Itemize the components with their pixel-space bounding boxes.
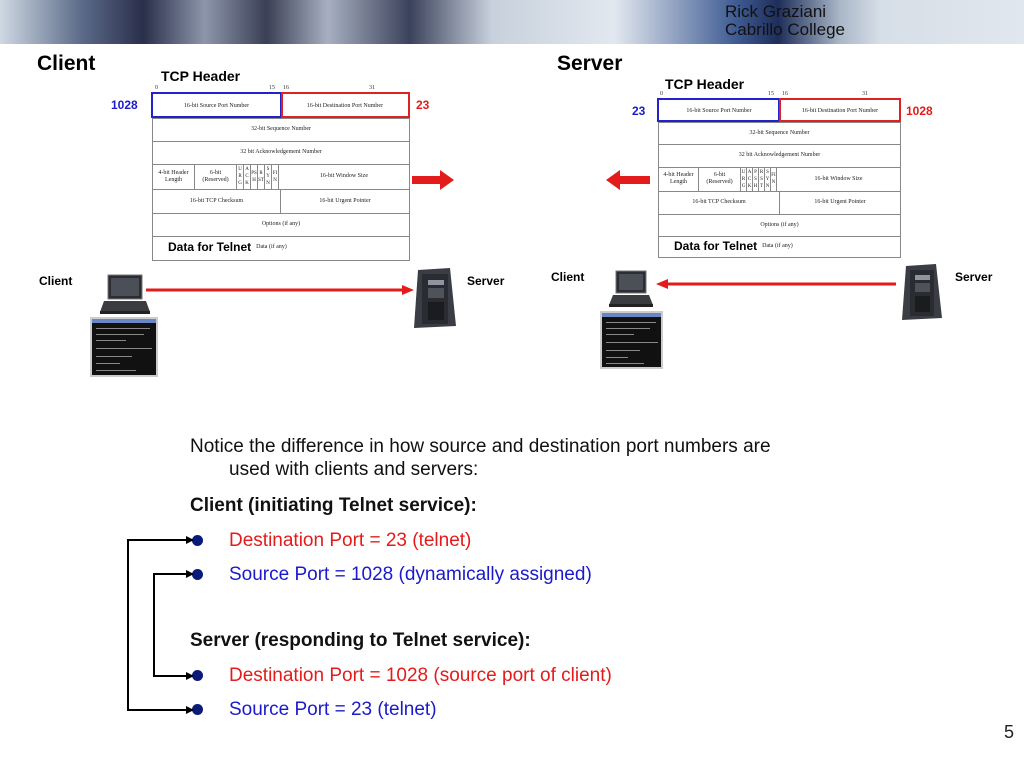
banner-author-name: Rick Graziani — [725, 2, 827, 21]
bit-mark-31: 31 — [369, 85, 375, 91]
data-if-any-label: Data (if any) — [256, 244, 287, 250]
tcp-header-title: TCP Header — [161, 68, 241, 84]
server-heading: Server (responding to Telnet service): — [190, 630, 531, 651]
flag-syn: SYN — [265, 164, 272, 189]
flow-arrow-client-to-server — [146, 285, 414, 295]
field-urgent: 16-bit Urgent Pointer — [319, 197, 371, 204]
field-options: Options (if any) — [261, 221, 301, 227]
bullet-icon — [192, 704, 203, 715]
device-label-server: Server — [467, 274, 505, 288]
field-reserved: 6-bit (Reserved) — [195, 164, 237, 189]
bit-mark-15: 15 — [768, 91, 774, 97]
field-dest-port: 16-bit Destination Port Number — [306, 102, 384, 109]
flag-fin: FIN — [272, 164, 279, 189]
source-port-value: 23 — [632, 104, 646, 118]
flag-rst: RST — [258, 164, 265, 189]
field-sequence: 32-bit Sequence Number — [251, 126, 311, 132]
connector-inner — [153, 573, 188, 677]
source-port-highlight — [657, 98, 780, 122]
tcp-header-diagram: 16-bit Source Port Number 16-bit Destina… — [152, 93, 410, 261]
field-checksum: 16-bit TCP Checksum — [153, 189, 281, 213]
client-source-port-line: Source Port = 1028 (dynamically assigned… — [229, 564, 592, 585]
bit-mark-31: 31 — [862, 91, 868, 97]
direction-arrow-left-icon — [606, 170, 650, 190]
direction-arrow-right-icon — [412, 170, 454, 190]
flag-urg: URG — [237, 164, 244, 189]
field-sequence: 32-bit Sequence Number — [749, 129, 810, 136]
data-for-telnet-label: Data for Telnet — [674, 239, 758, 253]
port-mapping-connectors — [127, 536, 194, 714]
laptop-icon — [609, 270, 653, 307]
flag-syn: SYN — [765, 167, 771, 191]
laptop-icon — [100, 274, 150, 314]
field-header-length: 4-bit Header Length — [153, 164, 195, 189]
bullet-icon — [192, 569, 203, 580]
client-dest-port-line: Destination Port = 23 (telnet) — [229, 530, 472, 551]
device-label-client: Client — [39, 274, 73, 288]
header-banner: Rick Graziani Cabrillo College — [0, 0, 1024, 44]
data-for-telnet-label: Data for Telnet — [168, 240, 252, 254]
field-options: Options (if any) — [760, 221, 799, 228]
tcp-header-diagram: 16-bit Source Port Number 16-bit Destina… — [658, 99, 901, 258]
field-reserved: 6-bit (Reserved) — [699, 167, 741, 191]
field-window: 16-bit Window Size — [814, 175, 863, 182]
source-port-value: 1028 — [111, 98, 138, 112]
server-dest-port-line: Destination Port = 1028 (source port of … — [229, 665, 612, 686]
panel-title-server: Server — [557, 52, 623, 75]
bit-mark-16: 16 — [283, 85, 289, 91]
bullet-icon — [192, 670, 203, 681]
flow-arrow-server-to-client — [656, 279, 896, 289]
bit-mark-0: 0 — [155, 85, 158, 91]
flag-urg: URG — [741, 167, 747, 191]
dest-port-value: 1028 — [906, 104, 933, 118]
terminal-window — [600, 311, 663, 369]
bit-mark-16: 16 — [782, 91, 788, 97]
field-ack: 32 bit Acknowledgement Number — [738, 152, 821, 158]
intro-text-line1: Notice the difference in how source and … — [190, 436, 771, 457]
field-urgent: 16-bit Urgent Pointer — [814, 199, 866, 205]
terminal-window — [90, 317, 158, 377]
server-icon — [902, 264, 942, 320]
dest-port-highlight — [281, 92, 410, 118]
banner-college-name: Cabrillo College — [725, 20, 846, 39]
flag-rst: RST — [759, 167, 765, 191]
banner-author: Rick Graziani Cabrillo College — [725, 3, 845, 39]
bit-mark-0: 0 — [660, 91, 663, 97]
flag-ack: ACK — [244, 164, 251, 189]
connector-outer — [127, 539, 188, 711]
device-label-client: Client — [551, 270, 585, 284]
flag-psh: PSH — [251, 164, 258, 189]
dest-port-value: 23 — [416, 98, 430, 112]
flag-fin: FIN — [771, 167, 777, 191]
client-heading: Client (initiating Telnet service): — [190, 495, 477, 516]
panel-title-client: Client — [37, 52, 96, 75]
page-number: 5 — [1004, 722, 1015, 742]
tcp-header-title: TCP Header — [665, 76, 745, 92]
flag-psh: PSH — [753, 167, 759, 191]
server-icon — [414, 268, 456, 328]
bullet-icon — [192, 535, 203, 546]
dest-port-highlight — [779, 98, 901, 122]
device-label-server: Server — [955, 270, 993, 284]
intro-text-line2: used with clients and servers: — [229, 459, 479, 480]
field-dest-port: 16-bit Destination Port Number — [801, 107, 879, 114]
flag-ack: ACK — [747, 167, 753, 191]
field-header-length: 4-bit Header Length — [659, 167, 699, 191]
field-ack: 32 bit Acknowledgement Number — [240, 149, 322, 155]
server-source-port-line: Source Port = 23 (telnet) — [229, 699, 437, 720]
bit-mark-15: 15 — [269, 85, 275, 91]
data-if-any-label: Data (if any) — [762, 243, 793, 249]
field-checksum: 16-bit TCP Checksum — [659, 191, 780, 214]
field-data: Data for Telnet Data (if any) — [153, 236, 409, 259]
field-window: 16-bit Window Size — [320, 173, 368, 179]
field-data: Data for Telnet Data (if any) — [659, 236, 900, 257]
source-port-highlight — [151, 92, 282, 118]
